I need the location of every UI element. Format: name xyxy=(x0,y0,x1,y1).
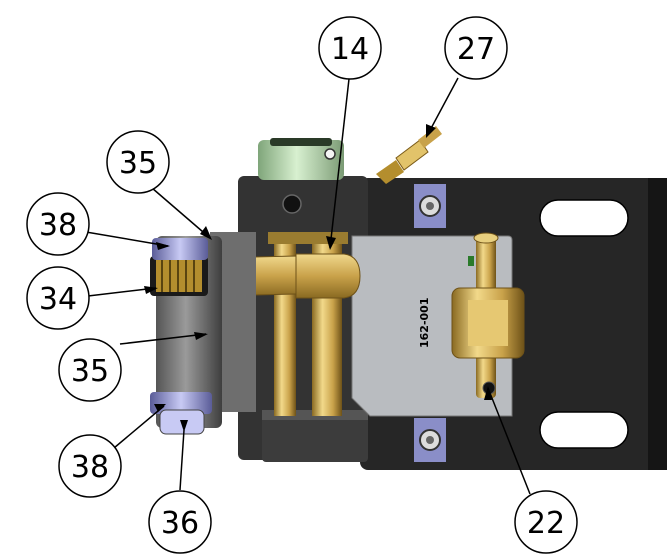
balloon-36: 36 xyxy=(148,490,212,554)
svg-text:38: 38 xyxy=(39,208,77,243)
svg-text:36: 36 xyxy=(161,506,199,541)
balloon-27: 27 xyxy=(444,16,508,80)
svg-text:35: 35 xyxy=(71,354,109,389)
roller-38-upper xyxy=(152,238,208,260)
leader-arrowheads xyxy=(144,124,492,432)
roller-assembly xyxy=(150,232,256,435)
part-marking: 162-001 xyxy=(418,298,431,349)
svg-text:27: 27 xyxy=(457,32,495,67)
green-cap xyxy=(258,138,344,180)
balloon-35-lower: 35 xyxy=(58,338,122,402)
pin-22 xyxy=(451,232,525,398)
slot-upper xyxy=(539,199,629,237)
svg-text:38: 38 xyxy=(71,450,109,485)
center-plate: 162-001 xyxy=(351,235,513,417)
svg-text:34: 34 xyxy=(39,282,77,317)
slot-lower xyxy=(539,411,629,449)
screw-icon xyxy=(282,194,302,214)
hose-fitting xyxy=(376,126,442,184)
balloon-22: 22 xyxy=(514,490,578,554)
balloon-38-upper: 38 xyxy=(26,192,90,256)
leader-lines xyxy=(85,69,531,495)
svg-text:14: 14 xyxy=(331,32,369,67)
balloon-14: 14 xyxy=(318,16,382,80)
main-body xyxy=(238,176,368,462)
balloon-38-lower: 38 xyxy=(58,434,122,498)
roller-38-lower xyxy=(150,392,212,414)
bolt-pad-upper xyxy=(414,184,446,228)
balloon-35-upper: 35 xyxy=(106,130,170,194)
bolt-pad-lower xyxy=(414,418,446,462)
balloon-34: 34 xyxy=(26,266,90,330)
svg-text:22: 22 xyxy=(527,506,565,541)
svg-text:35: 35 xyxy=(119,146,157,181)
